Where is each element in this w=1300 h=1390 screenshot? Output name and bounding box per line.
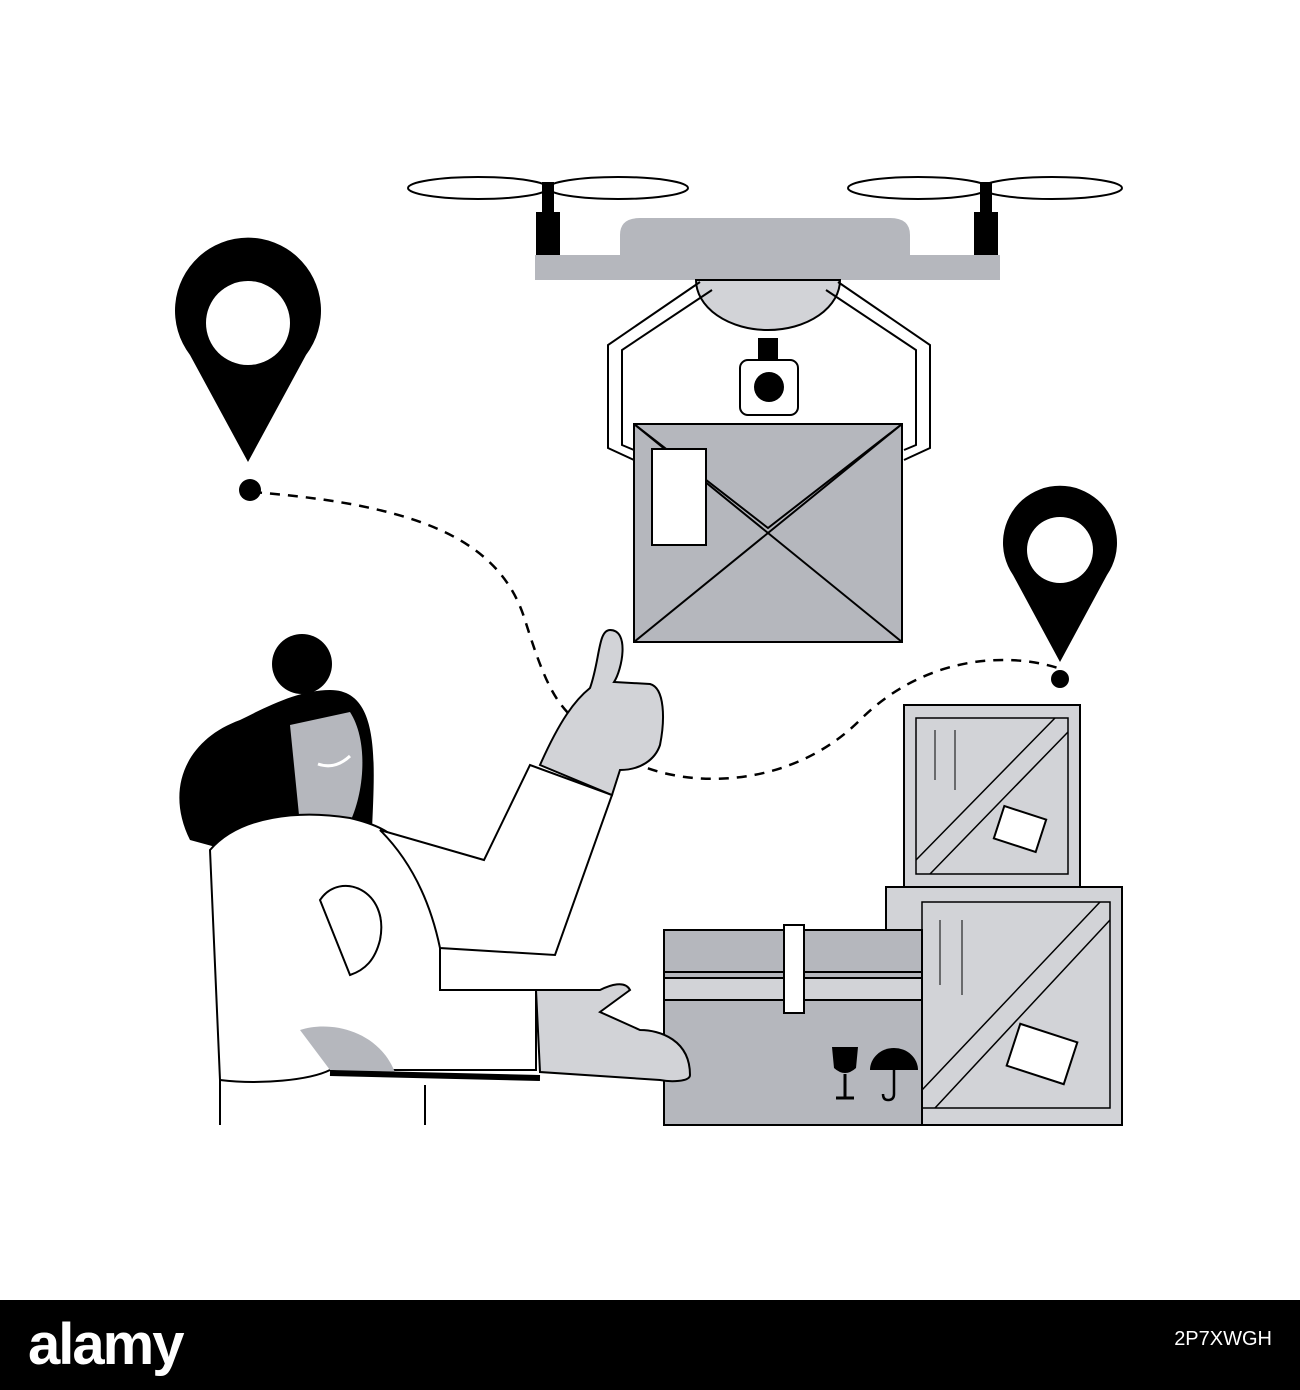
wooden-crate-top (903, 704, 1081, 888)
location-pin-icon-left (175, 237, 321, 501)
wooden-crate-bottom (885, 886, 1123, 1126)
keep-dry-umbrella-icon (870, 1048, 918, 1102)
fragile-glass-icon (832, 1047, 858, 1100)
woman-figure (179, 628, 692, 1125)
package-icon-carried (633, 423, 903, 643)
route-dashed-line-left (251, 490, 1059, 780)
drone-icon (407, 176, 1123, 461)
alamy-logo[interactable]: alamy (28, 1312, 184, 1377)
cardboard-box-icon (663, 924, 923, 1126)
location-pin-icon-right (1003, 485, 1117, 688)
drone-delivery-illustration (175, 176, 1123, 1126)
stock-footer-bar: alamy 2P7XWGH (0, 1300, 1300, 1390)
image-id-label: 2P7XWGH (1174, 1328, 1272, 1350)
